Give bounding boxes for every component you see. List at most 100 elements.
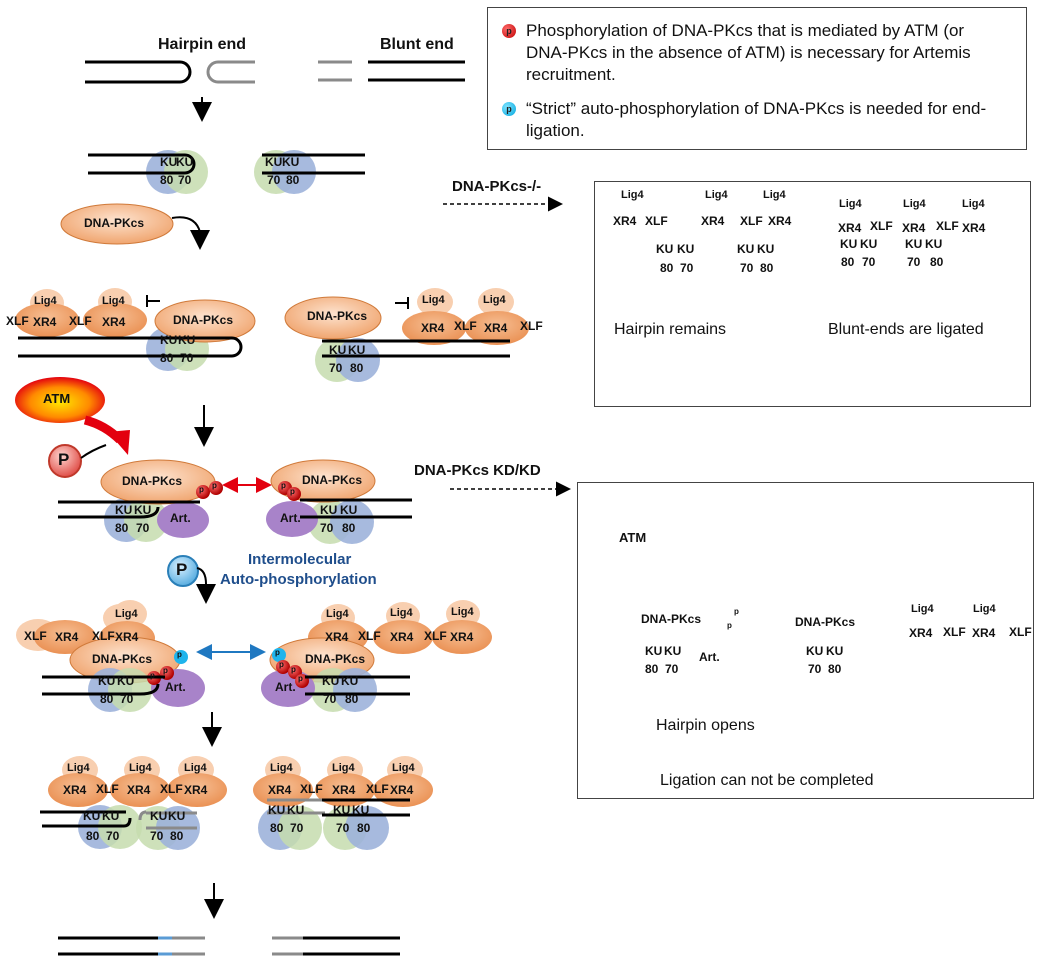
ku70-label: 70: [120, 692, 134, 706]
xr4-label: XR4: [390, 630, 414, 644]
lig4-label: Lig4: [332, 762, 355, 774]
ku80-label: 80: [86, 829, 100, 843]
complex-blunt-row6: [253, 756, 433, 850]
ku-label: KU: [98, 674, 116, 688]
ku-label: KU: [102, 809, 120, 823]
phosphate-big-red: [48, 444, 107, 478]
xr4-label: XR4: [450, 630, 474, 644]
xr4-label: XR4: [390, 783, 414, 797]
ku-label: KU: [737, 242, 755, 256]
p_small-label: p: [177, 650, 182, 659]
ku-label: KU: [320, 503, 338, 517]
complex-hairpin-row5: [16, 600, 205, 712]
ku-label: KU: [178, 333, 196, 347]
red-phospho-dot-icon: p: [502, 24, 516, 38]
art-label: Art.: [165, 680, 186, 694]
ku-label: KU: [322, 674, 340, 688]
xlf-label: XLF: [740, 214, 763, 228]
xlf-label: XLF: [69, 314, 92, 328]
p_small-label: p: [734, 607, 739, 616]
xlf-label: XLF: [520, 319, 543, 333]
xr4-label: XR4: [972, 626, 996, 640]
ligation-incomplete-label: Ligation can not be completed: [660, 772, 874, 789]
lig4-label: Lig4: [115, 608, 138, 620]
ku80-label: 80: [828, 662, 842, 676]
legend-blue-text: “Strict” auto-phosphorylation of DNA-PKc…: [526, 99, 987, 140]
ku70-label: 70: [323, 692, 337, 706]
ku80-label: 80: [357, 821, 371, 835]
ku-label: KU: [329, 343, 347, 357]
xr4-label: XR4: [484, 321, 508, 335]
ku70-label: 70: [862, 255, 876, 269]
dnapkcs-null-label: DNA-PKcs-/-: [452, 178, 542, 195]
p_small-label: p: [212, 481, 217, 490]
ku80-label: 80: [841, 255, 855, 269]
ku-label: KU: [134, 503, 152, 517]
art-label: Art.: [275, 680, 296, 694]
lig4-label: Lig4: [392, 762, 415, 774]
autophosphorylation-label: Auto-phosphorylation: [220, 571, 377, 588]
ku-label: KU: [664, 644, 682, 658]
ku-label: KU: [656, 242, 674, 256]
intermolecular-label: Intermolecular: [248, 551, 352, 568]
atm-label: ATM: [43, 391, 71, 406]
ligated-hairpin-end: [58, 936, 205, 956]
lig4-label: Lig4: [451, 606, 474, 618]
xr4-label: XR4: [421, 321, 445, 335]
xr4-label: XR4: [332, 783, 356, 797]
ku-label: KU: [348, 343, 366, 357]
xr4-label: XR4: [184, 783, 208, 797]
lig4-label: Lig4: [839, 198, 862, 210]
ku70-label: 70: [808, 662, 822, 676]
lig4-label: Lig4: [911, 603, 934, 615]
ku80-label: 80: [350, 361, 364, 375]
p_small-label: p: [298, 674, 303, 683]
p_small-label: p: [290, 487, 295, 496]
art-label: Art.: [170, 511, 191, 525]
ku-label: KU: [265, 155, 283, 169]
dnapkcs-label: DNA-PKcs: [173, 313, 234, 327]
xlf-label: XLF: [160, 782, 183, 796]
p_small-label: p: [281, 481, 286, 490]
hairpin-end-label: Hairpin end: [158, 36, 247, 53]
ku80-label: 80: [115, 521, 129, 535]
complex-blunt-row4: [266, 459, 412, 544]
lig4-label: Lig4: [184, 762, 207, 774]
ku-label: KU: [333, 803, 351, 817]
ku-label: KU: [806, 644, 824, 658]
xr4-label: XR4: [115, 630, 139, 644]
ku-label: KU: [287, 803, 305, 817]
ku-label: KU: [115, 503, 133, 517]
ku-label: KU: [677, 242, 695, 256]
ku-label: KU: [826, 644, 844, 658]
xr4-label: XR4: [768, 214, 792, 228]
xr4-label: XR4: [902, 221, 926, 235]
lig4-label: Lig4: [705, 189, 728, 201]
p_big-label: P: [176, 560, 188, 579]
phosphate-big-blue: [167, 555, 216, 604]
hairpin-opens-label: Hairpin opens: [656, 717, 755, 734]
ku80-label: 80: [645, 662, 659, 676]
ku-label: KU: [268, 803, 286, 817]
xr4-label: XR4: [63, 783, 87, 797]
ku70-label: 70: [178, 173, 192, 187]
xr4-label: XR4: [613, 214, 637, 228]
xlf-label: XLF: [92, 629, 115, 643]
xlf-label: XLF: [870, 219, 893, 233]
dnapkcs-label: DNA-PKcs: [305, 652, 366, 666]
lig4-label: Lig4: [621, 189, 644, 201]
dnapkcs-label: DNA-PKcs: [302, 473, 363, 487]
xr4-label: XR4: [127, 783, 151, 797]
xr4-label: XR4: [55, 630, 79, 644]
art-label: Art.: [699, 650, 720, 664]
ku80-label: 80: [930, 255, 944, 269]
xlf-label: XLF: [358, 629, 381, 643]
blunt-end-label: Blunt end: [380, 36, 454, 53]
xlf-label: XLF: [424, 629, 447, 643]
xlf-label: XLF: [645, 214, 668, 228]
legend-red-row: p Phosphorylation of DNA-PKcs that is me…: [502, 20, 996, 86]
lig4-label: Lig4: [763, 189, 786, 201]
atm-label: ATM: [619, 530, 647, 545]
lig4-label: Lig4: [270, 762, 293, 774]
